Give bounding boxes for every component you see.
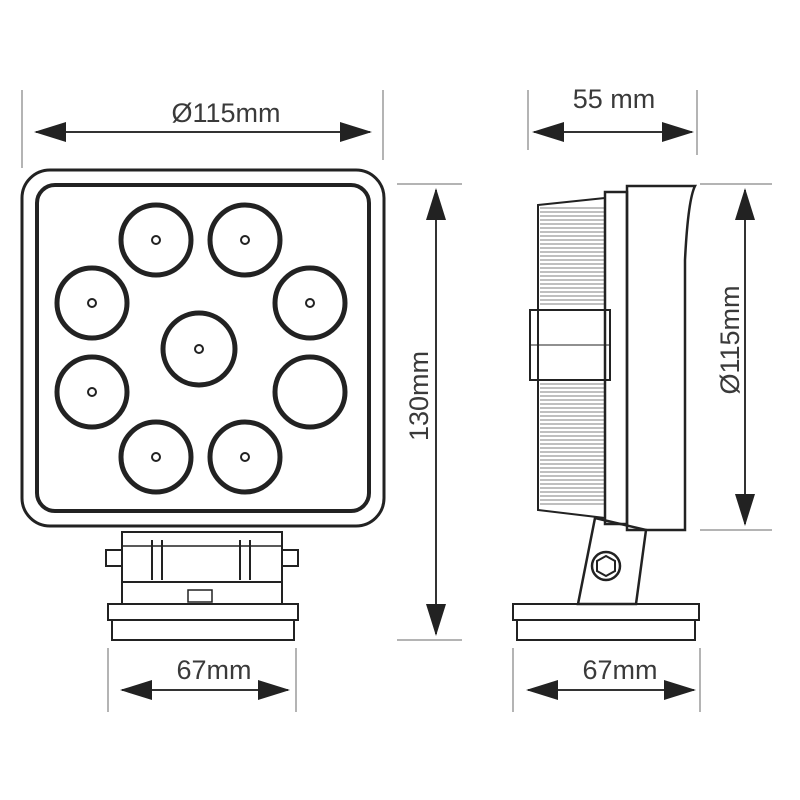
front-base — [107, 603, 299, 641]
led-lens — [54, 265, 130, 341]
dimension-total-height: 130mm — [397, 183, 462, 641]
led-lens — [207, 419, 283, 495]
led-lens — [160, 310, 238, 388]
dimension-label-front-width: Ø115mm — [171, 98, 280, 128]
front-housing-inner — [35, 183, 371, 513]
side-base — [512, 603, 700, 641]
dimension-side-depth: 55 mm — [527, 84, 698, 155]
dimension-label-front-base: 67mm — [176, 655, 251, 685]
side-heatsink — [529, 196, 611, 520]
front-view — [20, 168, 386, 641]
led-lens — [272, 265, 348, 341]
dimension-label-side-diameter: Ø115mm — [715, 285, 745, 394]
dimension-front-base: 67mm — [107, 648, 297, 712]
led-lens-group — [54, 202, 348, 495]
dimension-front-width: Ø115mm — [21, 90, 384, 168]
led-lens — [118, 202, 194, 278]
front-bracket — [105, 531, 299, 605]
dimension-label-total-height: 130mm — [404, 351, 434, 441]
side-housing — [603, 184, 698, 532]
led-lens — [272, 354, 348, 430]
dimension-label-side-base: 67mm — [582, 655, 657, 685]
dimension-side-base: 67mm — [512, 648, 701, 712]
front-housing-outer — [20, 168, 386, 528]
dimension-label-side-depth: 55 mm — [573, 84, 656, 114]
dimension-side-diameter: Ø115mm — [700, 183, 772, 531]
led-lens — [118, 419, 194, 495]
side-view — [512, 184, 700, 641]
led-lens — [207, 202, 283, 278]
led-lens — [54, 354, 130, 430]
